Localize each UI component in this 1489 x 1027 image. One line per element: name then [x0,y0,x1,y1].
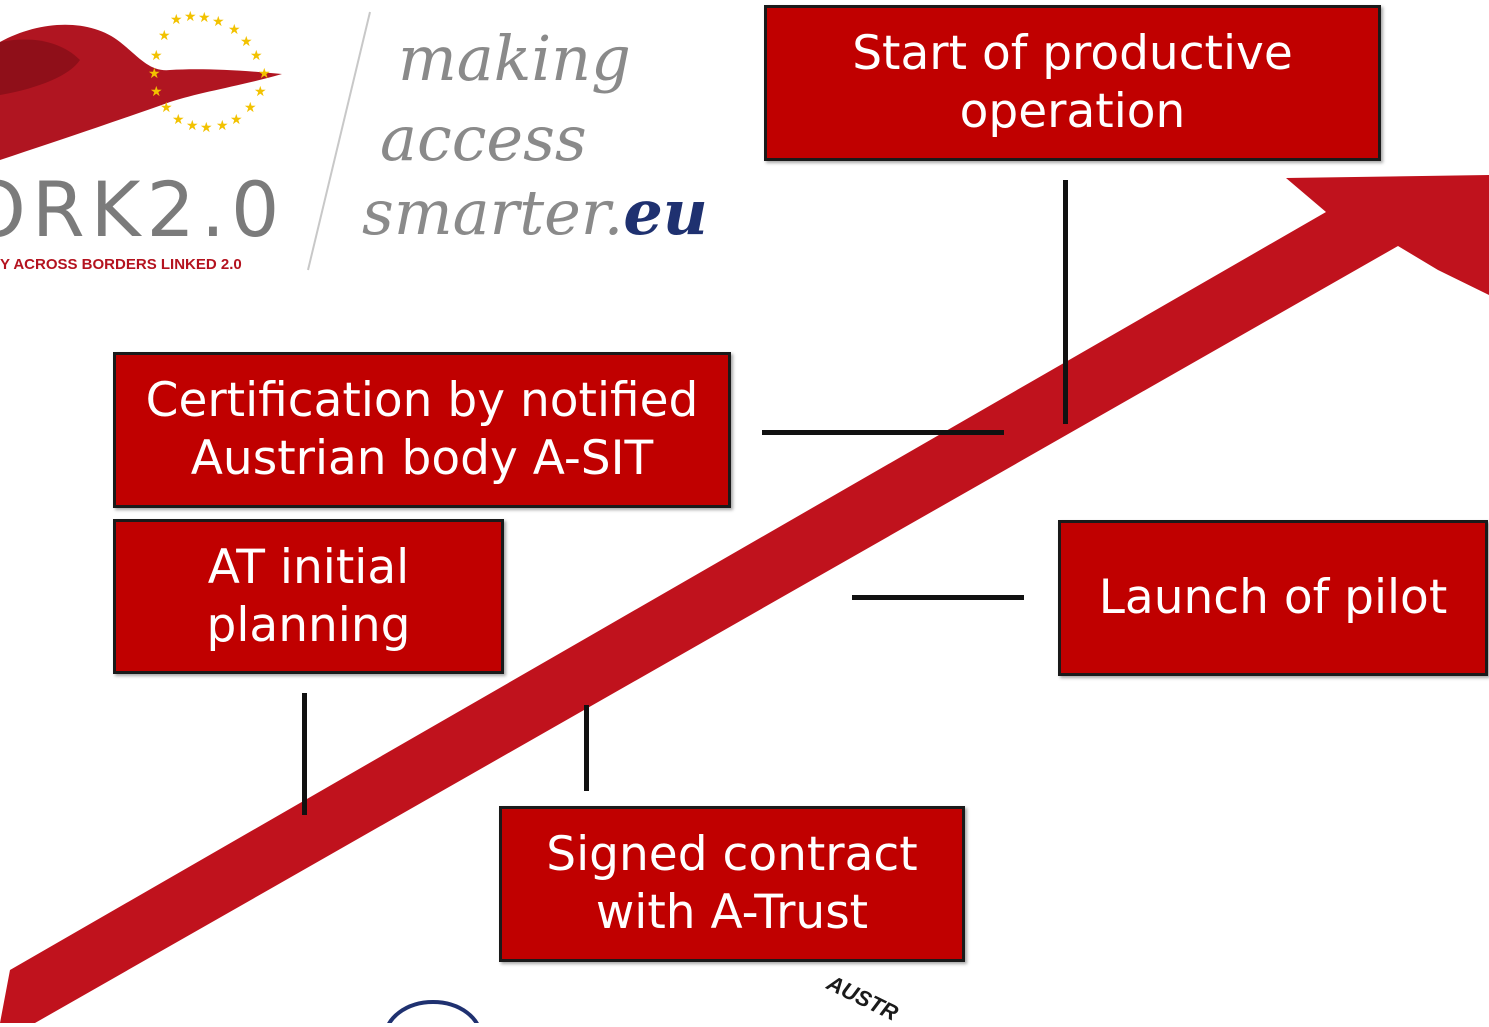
milestone-launch-pilot-label: Launch of pilot [1098,570,1448,625]
milestone-certification: Certification by notified Austrian body … [113,352,731,508]
svg-text:★: ★ [160,100,173,116]
svg-text:★: ★ [158,28,171,44]
svg-text:★: ★ [254,84,267,100]
svg-text:★: ★ [230,112,243,128]
milestone-certification-label: Certification by notified Austrian body … [145,373,699,486]
connector-initial-planning [302,693,307,815]
milestone-start-productive: Start of productive operation [764,5,1381,161]
svg-text:★: ★ [148,66,161,82]
milestone-signed-contract-label: Signed contract with A-Trust [546,827,918,940]
svg-text:★: ★ [212,14,225,30]
tagline-smarter-eu: smarter.eu [362,182,708,244]
svg-text:★: ★ [198,10,211,26]
connector-launch-pilot [852,595,1024,600]
svg-text:★: ★ [240,34,253,50]
svg-text:★: ★ [150,84,163,100]
svg-text:★: ★ [172,112,185,128]
logo-divider [307,11,371,271]
svg-text:★: ★ [200,120,213,136]
connector-start-productive [1063,180,1068,424]
svg-text:★: ★ [216,118,229,134]
milestone-signed-contract: Signed contract with A-Trust [499,806,965,962]
svg-text:★: ★ [170,12,183,28]
svg-text:★: ★ [150,48,163,64]
svg-text:★: ★ [258,66,271,82]
connector-signed-contract [584,705,589,791]
logo-wordmark: ORK2.0 [0,165,286,254]
svg-text:★: ★ [244,100,257,116]
svg-text:★: ★ [184,9,197,25]
svg-text:★: ★ [250,48,263,64]
tagline-smarter: smarter. [362,176,624,249]
milestone-launch-pilot: Launch of pilot [1058,520,1488,676]
timeline-arrow-shape [0,175,1489,1023]
logo-subline: Y ACROSS BORDERS LINKED 2.0 [0,256,242,273]
partner-seal-icon [387,1000,479,1023]
milestone-initial-planning-label: AT initial planning [206,539,411,653]
svg-text:★: ★ [228,22,241,38]
milestone-start-productive-label: Start of productive operation [852,26,1293,139]
milestone-initial-planning: AT initial planning [113,519,504,674]
tagline-access: access [380,102,587,175]
svg-text:★: ★ [186,118,199,134]
tagline-eu: eu [623,176,708,249]
tagline-making: making [398,22,631,95]
connector-certification [762,430,1004,435]
stork-logo-icon: ★★★★ ★★★★ ★★★★ ★★★★ ★★★★ [0,9,282,161]
